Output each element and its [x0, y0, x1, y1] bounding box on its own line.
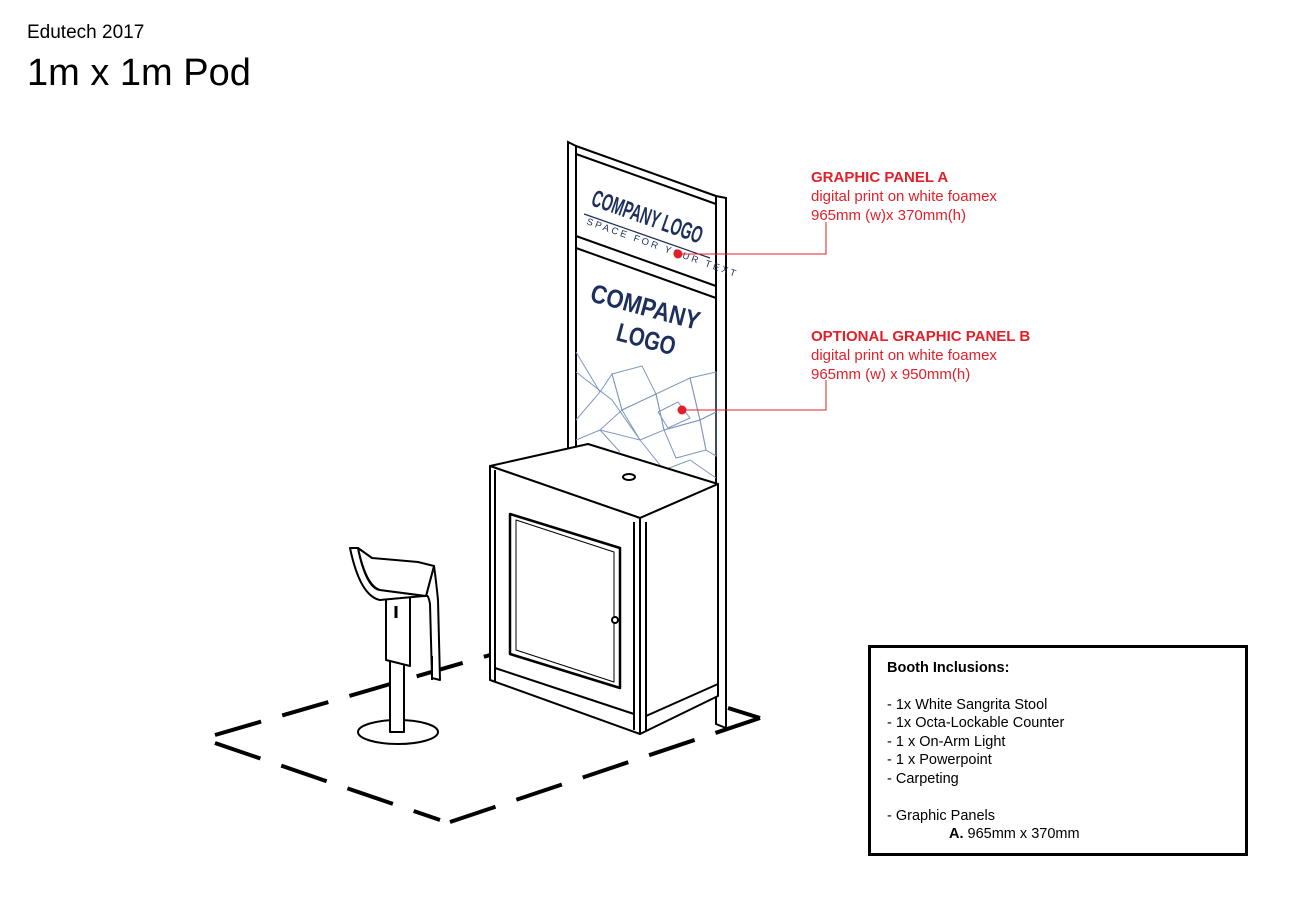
inclusions-title: Booth Inclusions:	[887, 660, 1010, 676]
panel-a-material: digital print on white foamex	[811, 188, 997, 205]
event-name: Edutech 2017	[27, 22, 145, 43]
page-title: 1m x 1m Pod	[27, 52, 251, 94]
graphic-panels-label: - Graphic Panels	[887, 807, 995, 824]
panel-a-marker	[673, 249, 683, 259]
panel-a-callout: GRAPHIC PANEL A digital print on white f…	[811, 168, 997, 225]
graphic-panel-a-item: A. 965mm x 370mm	[887, 825, 1229, 844]
geometric-pattern	[575, 351, 717, 479]
graphic-panel-a-letter: A.	[949, 826, 964, 843]
booth-inclusions-box: Booth Inclusions: - 1x White Sangrita St…	[868, 645, 1248, 856]
callout-leaders	[678, 222, 827, 411]
panel-b-size: 965mm (w) x 950mm(h)	[811, 366, 971, 383]
panel-b-material: digital print on white foamex	[811, 347, 997, 364]
panel-a-size: 965mm (w)x 370mm(h)	[811, 207, 967, 224]
graphic-panel-a-size: 965mm x 370mm	[967, 826, 1080, 843]
panel-b-callout: OPTIONAL GRAPHIC PANEL B digital print o…	[811, 327, 1030, 384]
stool	[349, 547, 441, 745]
inclusion-item: - 1x Octa-Lockable Counter	[887, 715, 1065, 732]
panel-b-marker	[677, 405, 687, 415]
floor-outline	[214, 653, 761, 824]
panel-b-title: OPTIONAL GRAPHIC PANEL B	[811, 328, 1031, 345]
inclusion-item: - 1x White Sangrita Stool	[887, 696, 1048, 713]
counter	[489, 443, 719, 735]
inclusion-item: - 1 x Powerpoint	[887, 752, 992, 769]
inclusion-item: - Carpeting	[887, 770, 959, 787]
inclusion-item: - 1 x On-Arm Light	[887, 733, 1006, 750]
panel-a-title: GRAPHIC PANEL A	[811, 169, 949, 186]
